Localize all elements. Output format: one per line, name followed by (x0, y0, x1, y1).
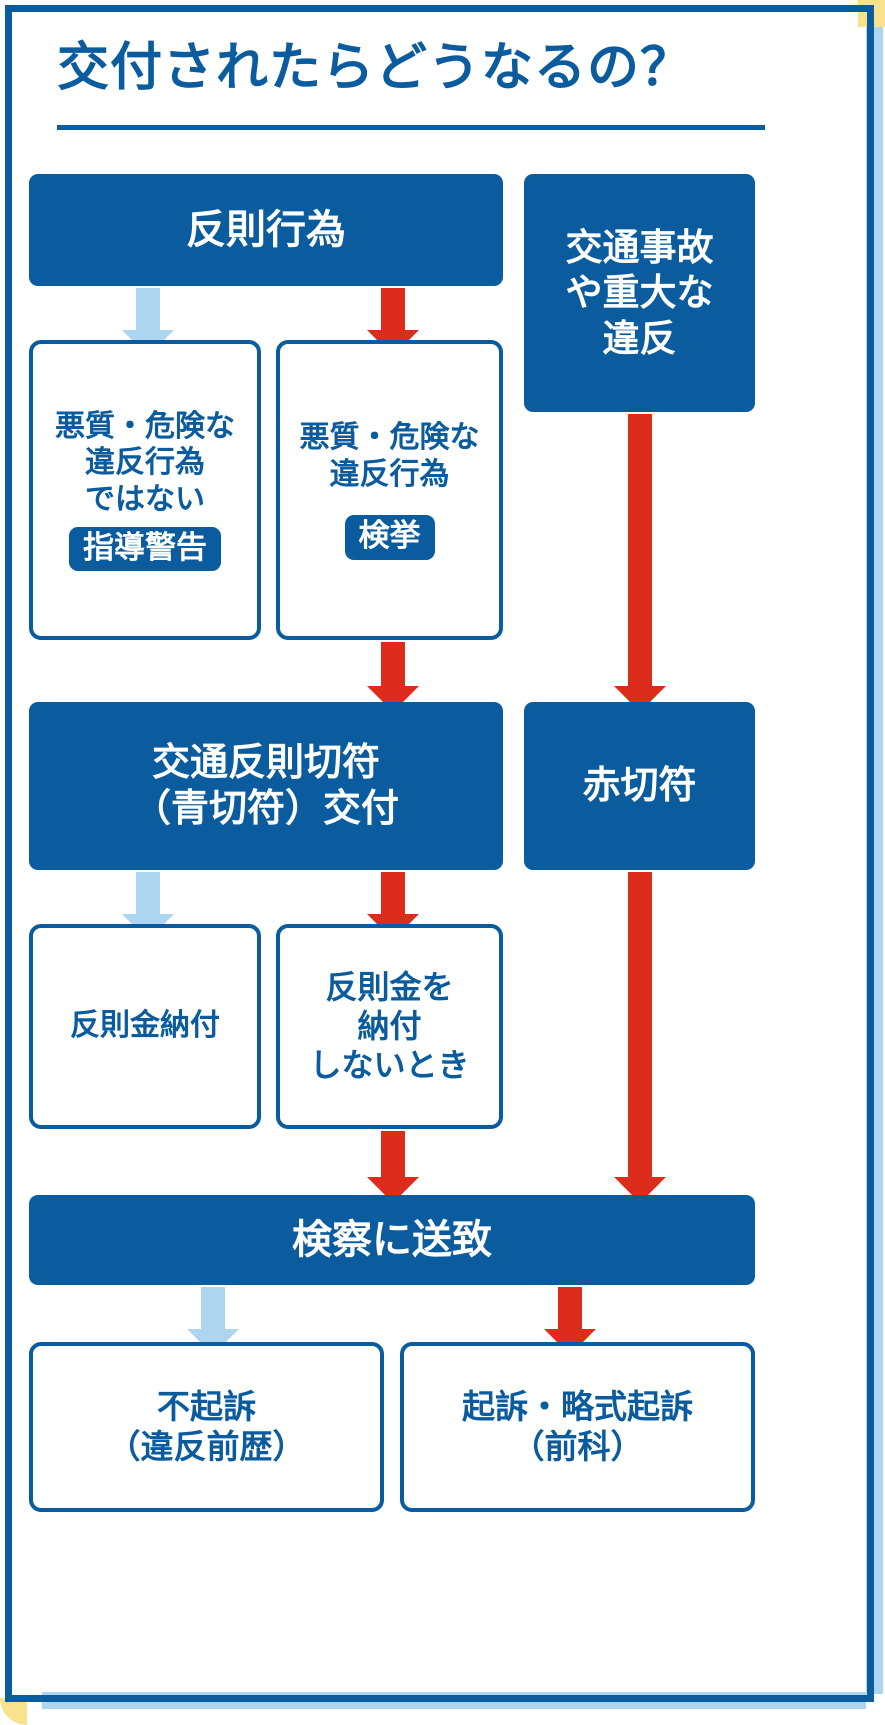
node-accident-or-serious: 交通事故 や重大な 違反 (524, 174, 755, 412)
node-accident-or-serious-label: 交通事故 や重大な 違反 (565, 227, 714, 359)
node-fine-unpaid-label: 反則金を 納付 しないとき (309, 968, 470, 1084)
node-indictment-label: 起訴・略式起訴 （前科） (462, 1387, 693, 1465)
node-violation-act: 反則行為 (29, 174, 503, 286)
node-red-ticket-label: 赤切符 (582, 764, 697, 807)
content-area: 交付されたらどうなるの？ 反則行為 交通事故 や重大な 違反 悪質・危険な 違反… (12, 12, 853, 1681)
node-blue-ticket: 交通反則切符 （青切符）交付 (29, 702, 503, 870)
node-fine-unpaid: 反則金を 納付 しないとき (276, 924, 503, 1129)
node-red-ticket: 赤切符 (524, 702, 755, 870)
node-indictment: 起訴・略式起訴 （前科） (400, 1342, 755, 1512)
badge-citation: 検挙 (344, 515, 435, 560)
node-blue-ticket-label: 交通反則切符 （青切符）交付 (132, 741, 399, 830)
node-malicious: 悪質・危険な 違反行為 検挙 (276, 340, 503, 640)
corner-accent-bottom-left (0, 1698, 27, 1725)
node-sent-to-prosecution: 検察に送致 (29, 1195, 755, 1285)
node-fine-paid-label: 反則金納付 (70, 1009, 220, 1043)
badge-guidance-warning: 指導警告 (69, 526, 221, 572)
node-malicious-label: 悪質・危険な 違反行為 (299, 421, 480, 491)
node-not-malicious-label: 悪質・危険な 違反行為 ではない (55, 409, 235, 516)
node-fine-paid: 反則金納付 (29, 924, 261, 1129)
node-not-malicious: 悪質・危険な 違反行為 ではない 指導警告 (29, 340, 261, 640)
arrow-red-ticket-to-prosecution (614, 872, 666, 1203)
node-sent-to-prosecution-label: 検察に送致 (292, 1217, 492, 1262)
node-no-indictment: 不起訴 （違反前歴） (29, 1342, 384, 1512)
node-violation-act-label: 反則行為 (186, 207, 346, 252)
outer-frame (5, 5, 874, 1702)
page-title: 交付されたらどうなるの？ (57, 39, 694, 97)
arrow-accident-to-red-ticket (614, 414, 666, 712)
node-no-indictment-label: 不起訴 （違反前歴） (107, 1387, 306, 1465)
arrow-fine-unpaid-to-prosecution (367, 1131, 419, 1203)
title-divider (57, 125, 765, 130)
